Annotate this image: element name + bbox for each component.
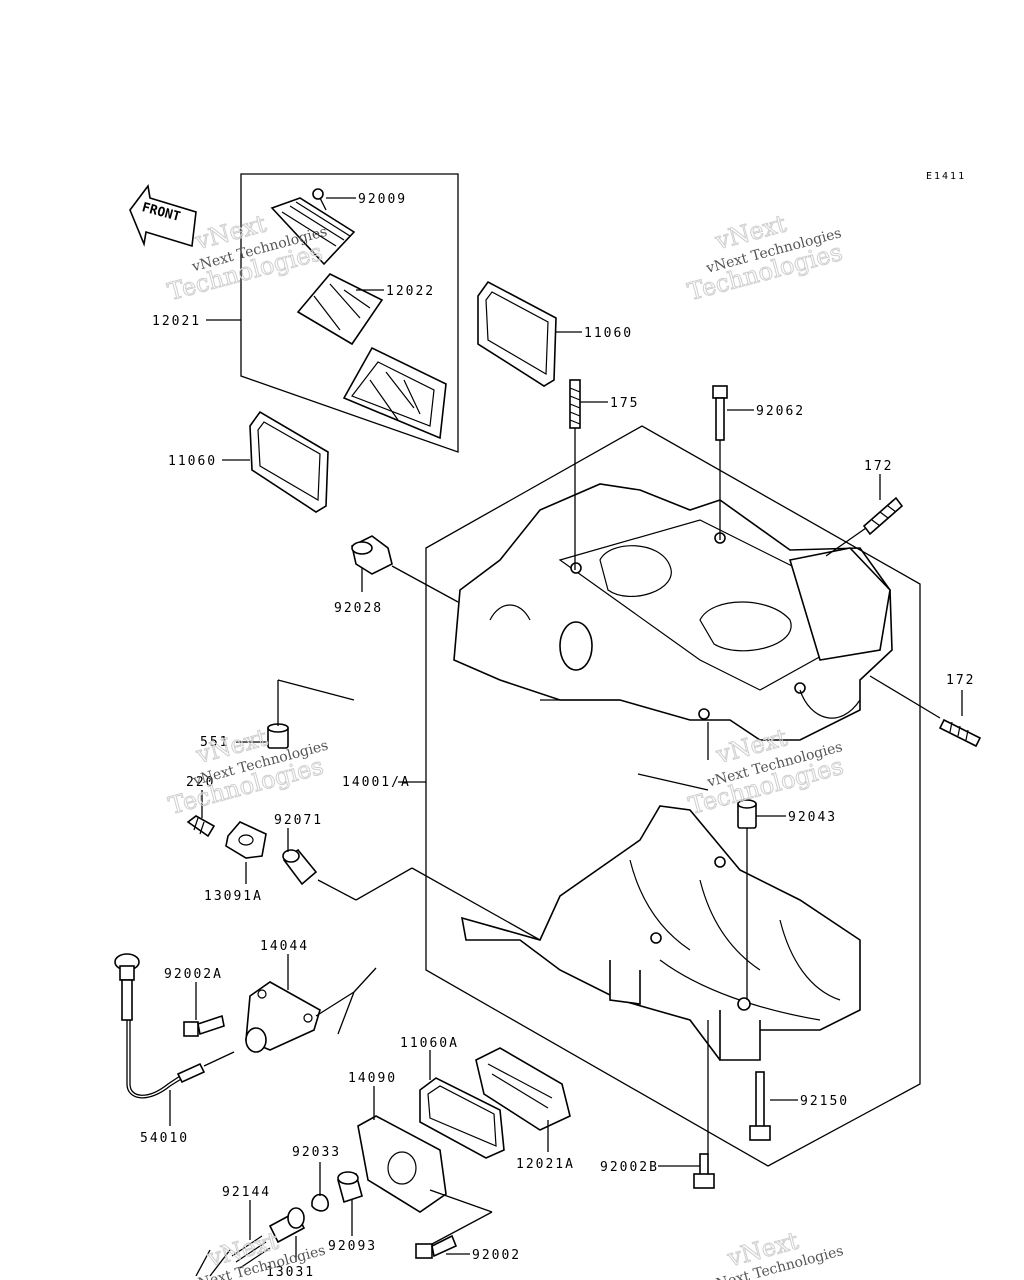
label-12021a: 12021A	[516, 1157, 575, 1172]
reed-12021a-icon	[475, 1047, 571, 1131]
label-172-upper: 172	[864, 459, 893, 474]
stud-172-upper-icon	[862, 496, 904, 536]
label-92009: 92009	[358, 192, 407, 207]
spring-92144-icon	[231, 1235, 271, 1269]
clip-92033-icon	[311, 1193, 329, 1212]
label-12021: 12021	[152, 314, 201, 329]
watermark-midleft: vNext Technologies vNext Technologies	[165, 723, 330, 821]
leader-lines	[169, 197, 963, 1277]
label-13091a: 13091A	[204, 889, 263, 904]
label-14044: 14044	[260, 939, 309, 954]
label-92043: 92043	[788, 810, 837, 825]
label-92002: 92002	[472, 1248, 521, 1263]
bolt-92002-icon	[415, 1234, 458, 1259]
label-92002a: 92002A	[164, 967, 223, 982]
stud-175-icon	[569, 379, 581, 429]
part-labels: 92009 12022 12021 11060 11060 175 92062 …	[140, 192, 975, 1280]
label-14090: 14090	[348, 1071, 397, 1086]
label-92071: 92071	[274, 813, 323, 828]
label-13031: 13031	[266, 1265, 315, 1280]
reed-gasket-lower	[249, 410, 329, 513]
manifold-14090-icon	[357, 1115, 447, 1213]
bolt-92150-icon	[749, 1071, 771, 1141]
stud-172-lower-icon	[938, 718, 982, 748]
bolt-92062-icon	[712, 385, 728, 441]
label-92062: 92062	[756, 404, 805, 419]
label-11060-upper: 11060	[584, 326, 633, 341]
crankcase-outline-box	[425, 425, 921, 1167]
diagram-code: E1411	[926, 171, 966, 182]
label-175: 175	[610, 396, 639, 411]
screw-220-icon	[186, 815, 216, 838]
cap-92071-icon	[282, 848, 318, 886]
cable-54010-icon	[114, 953, 235, 1099]
label-172-lower: 172	[946, 673, 975, 688]
dowel-92043-icon	[737, 799, 757, 829]
label-11060a: 11060A	[400, 1036, 459, 1051]
collar-13031-icon	[268, 1207, 306, 1244]
label-92150: 92150	[800, 1094, 849, 1109]
label-92002b: 92002B	[600, 1160, 659, 1175]
fitting-14044-icon	[245, 981, 321, 1053]
reed-gasket-upper	[477, 280, 557, 387]
seal-92028-icon	[351, 535, 393, 575]
bolt-92002b-icon	[693, 1153, 715, 1189]
plug-551-icon	[267, 723, 289, 749]
watermark-topright: vNext Technologies vNext Technologies	[684, 209, 846, 307]
gasket-11060a-icon	[419, 1077, 505, 1159]
label-92093: 92093	[328, 1239, 377, 1254]
upper-crankcase	[453, 483, 893, 741]
label-54010: 54010	[140, 1131, 189, 1146]
label-12022: 12022	[386, 284, 435, 299]
bolt-92002a-icon	[183, 1014, 225, 1037]
label-92028: 92028	[334, 601, 383, 616]
plate-13091a-icon	[225, 821, 267, 859]
reed-valve-kit-box	[240, 173, 459, 453]
watermark-bottomleft: vNext vNext Technologies	[188, 1226, 327, 1280]
label-14001a: 14001/A	[342, 775, 411, 790]
seal-92093-icon	[337, 1171, 363, 1204]
label-11060-lower: 11060	[168, 454, 217, 469]
lower-crankcase	[460, 805, 861, 1062]
label-92033: 92033	[292, 1145, 341, 1160]
watermark-bottomright: vNext vNext Technologies	[706, 1226, 845, 1280]
label-92144: 92144	[222, 1185, 271, 1200]
label-551: 551	[200, 735, 229, 750]
label-220: 220	[186, 775, 215, 790]
front-arrow-icon: FRONT	[129, 184, 197, 248]
